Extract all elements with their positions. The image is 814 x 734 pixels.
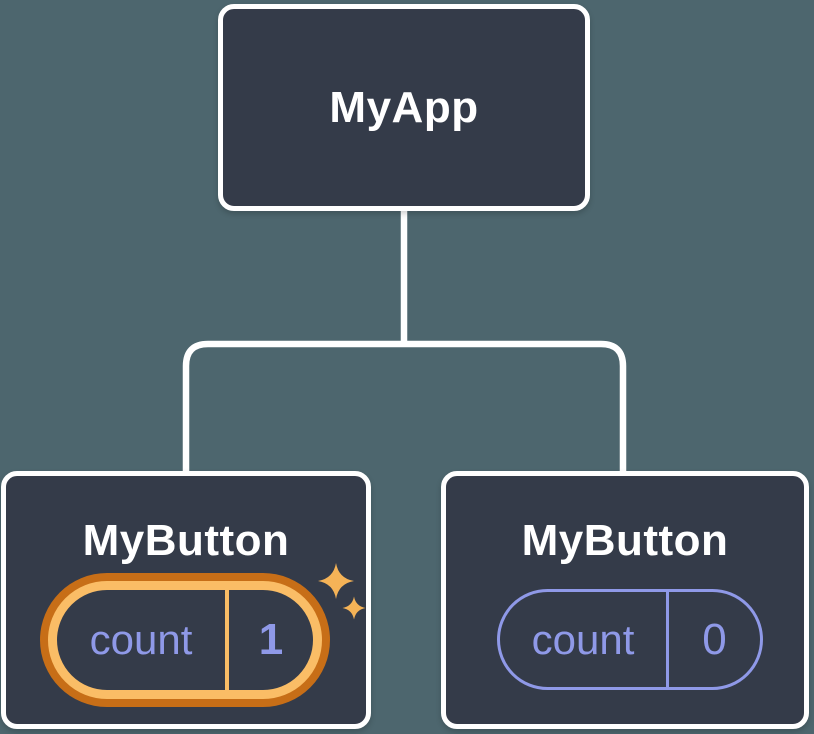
- child-left-node-label: MyButton: [82, 516, 290, 565]
- state-pill-highlighted: count 1: [48, 581, 322, 699]
- tree-node-root: MyApp: [218, 4, 590, 211]
- child-right-node-label: MyButton: [521, 516, 729, 565]
- root-node-label: MyApp: [329, 82, 479, 132]
- state-value: 0: [702, 614, 727, 664]
- state-name-label: count: [531, 615, 635, 663]
- pill-divider: [666, 592, 669, 687]
- state-value: 1: [258, 615, 284, 664]
- state-pill: count 0: [497, 589, 763, 690]
- pill-divider: [225, 590, 229, 690]
- state-name-label: count: [89, 616, 193, 663]
